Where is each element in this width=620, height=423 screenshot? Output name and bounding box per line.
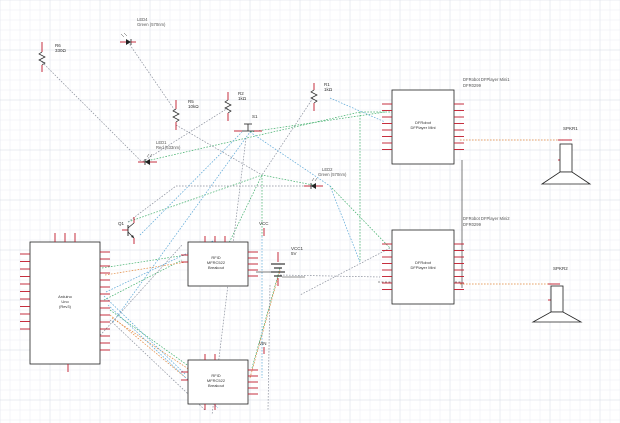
wire xyxy=(111,317,191,371)
resistor-r5[interactable]: R5 10kΩ xyxy=(172,99,199,130)
wire xyxy=(75,244,183,363)
wire xyxy=(261,97,314,176)
wire xyxy=(139,131,243,236)
net-label-vcc: VCC xyxy=(259,221,269,226)
led4-name: LED4 xyxy=(137,17,148,22)
led2-value: Green (570nm) xyxy=(318,172,347,177)
df1-pins xyxy=(382,103,464,150)
speaker-spkr2[interactable]: SPKR2 xyxy=(531,266,583,323)
wire xyxy=(175,124,263,176)
led2-name: LED2 xyxy=(322,167,333,172)
rfid-mfrc522-1[interactable]: RFID MFRC522 Breakout xyxy=(181,236,258,287)
spk1-name: SPKR1 xyxy=(563,126,578,131)
r1-name: R1 xyxy=(324,82,330,87)
resistor-r1[interactable]: R1 1kΩ xyxy=(310,82,333,111)
r2-name: R2 xyxy=(238,91,244,96)
led4-value: Green (570nm) xyxy=(137,22,166,27)
led1-name: LED1 xyxy=(156,140,167,145)
wire xyxy=(103,295,187,376)
battery-name: VCC1 xyxy=(291,246,304,251)
pushbutton-s1[interactable]: S1 xyxy=(234,114,262,132)
transistor-q1[interactable]: Q1 xyxy=(118,217,135,244)
wire xyxy=(127,41,177,113)
df1-label: DFRobot DFPlayer Mini1 xyxy=(463,77,510,82)
battery-vcc1[interactable]: VCC1 5V xyxy=(271,246,304,286)
resistor-r6[interactable]: R6 330Ω xyxy=(38,42,67,72)
rfid2-line3: Breakout xyxy=(208,383,225,388)
rfid2-pins xyxy=(181,354,258,410)
wire xyxy=(249,131,361,263)
r1-value: 1kΩ xyxy=(324,87,333,92)
speaker-spkr1[interactable]: SPKR1 xyxy=(540,126,592,185)
ratsnest-wires xyxy=(41,41,563,416)
dfplayer-mini-2[interactable]: DFRobot DFPlayer Mini2 DFR0299 DFRobot D… xyxy=(382,216,510,305)
r5-name: R5 xyxy=(188,99,194,104)
r5-value: 10kΩ xyxy=(188,104,199,109)
spk2-name: SPKR2 xyxy=(553,266,568,271)
arduino-left-pins xyxy=(20,253,30,330)
rfid2-line2: MFRC522 xyxy=(207,378,226,383)
rfid1-line3: Breakout xyxy=(208,265,225,270)
s1-name: S1 xyxy=(252,114,258,119)
df2-line2: DFPlayer Mini xyxy=(410,265,435,270)
arduino-right-pins xyxy=(100,251,110,351)
wire xyxy=(127,185,318,223)
wire xyxy=(227,174,263,246)
arduino-line1: Arduino xyxy=(58,294,73,299)
arduino-line2: Uno xyxy=(61,299,69,304)
led1-value: Red (633nm) xyxy=(156,145,181,150)
df2-sub: DFR0299 xyxy=(463,222,482,227)
q1-name: Q1 xyxy=(118,221,125,226)
wire xyxy=(105,239,216,293)
led4[interactable]: LED4 Green (570nm) xyxy=(120,17,166,45)
df2-label: DFRobot DFPlayer Mini2 xyxy=(463,216,510,221)
dfplayer-mini-1[interactable]: DFRobot DFPlayer Mini1 DFR0299 DFRobot D… xyxy=(382,77,510,165)
wire xyxy=(107,304,219,409)
rfid-mfrc522-2[interactable]: RFID MFRC522 Breakout xyxy=(181,354,258,410)
wire xyxy=(103,259,183,301)
wire xyxy=(249,269,281,379)
df2-line1: DFRobot xyxy=(415,260,432,265)
rfid1-line1: RFID xyxy=(211,255,220,260)
wire xyxy=(141,107,229,163)
wire xyxy=(299,247,391,296)
led2[interactable]: LED2 Green (570nm) xyxy=(304,167,347,189)
battery-value: 5V xyxy=(291,251,297,256)
r2-value: 1kΩ xyxy=(238,96,247,101)
net-label-vin: VIN xyxy=(259,341,267,346)
wire xyxy=(329,97,386,123)
wire xyxy=(41,61,143,163)
rfid2-line1: RFID xyxy=(211,373,220,378)
led1[interactable]: LED1 Red (633nm) xyxy=(138,140,181,165)
r6-name: R6 xyxy=(55,43,61,48)
rfid1-line2: MFRC522 xyxy=(207,260,226,265)
wire xyxy=(112,131,251,323)
rfid1-pins xyxy=(181,236,258,277)
arduino-line3: (Rev3) xyxy=(59,304,72,309)
df1-line2: DFPlayer Mini xyxy=(410,125,435,130)
df1-sub: DFR0299 xyxy=(463,83,482,88)
r6-value: 330Ω xyxy=(55,48,67,53)
wire xyxy=(251,267,281,369)
arduino-uno[interactable]: Arduino Uno (Rev3) xyxy=(20,233,110,372)
wire xyxy=(101,254,187,269)
arduino-top-pins xyxy=(54,233,76,242)
resistor-r2[interactable]: R2 1kΩ xyxy=(224,91,247,121)
df2-pins xyxy=(382,243,464,290)
df1-line1: DFRobot xyxy=(415,120,432,125)
